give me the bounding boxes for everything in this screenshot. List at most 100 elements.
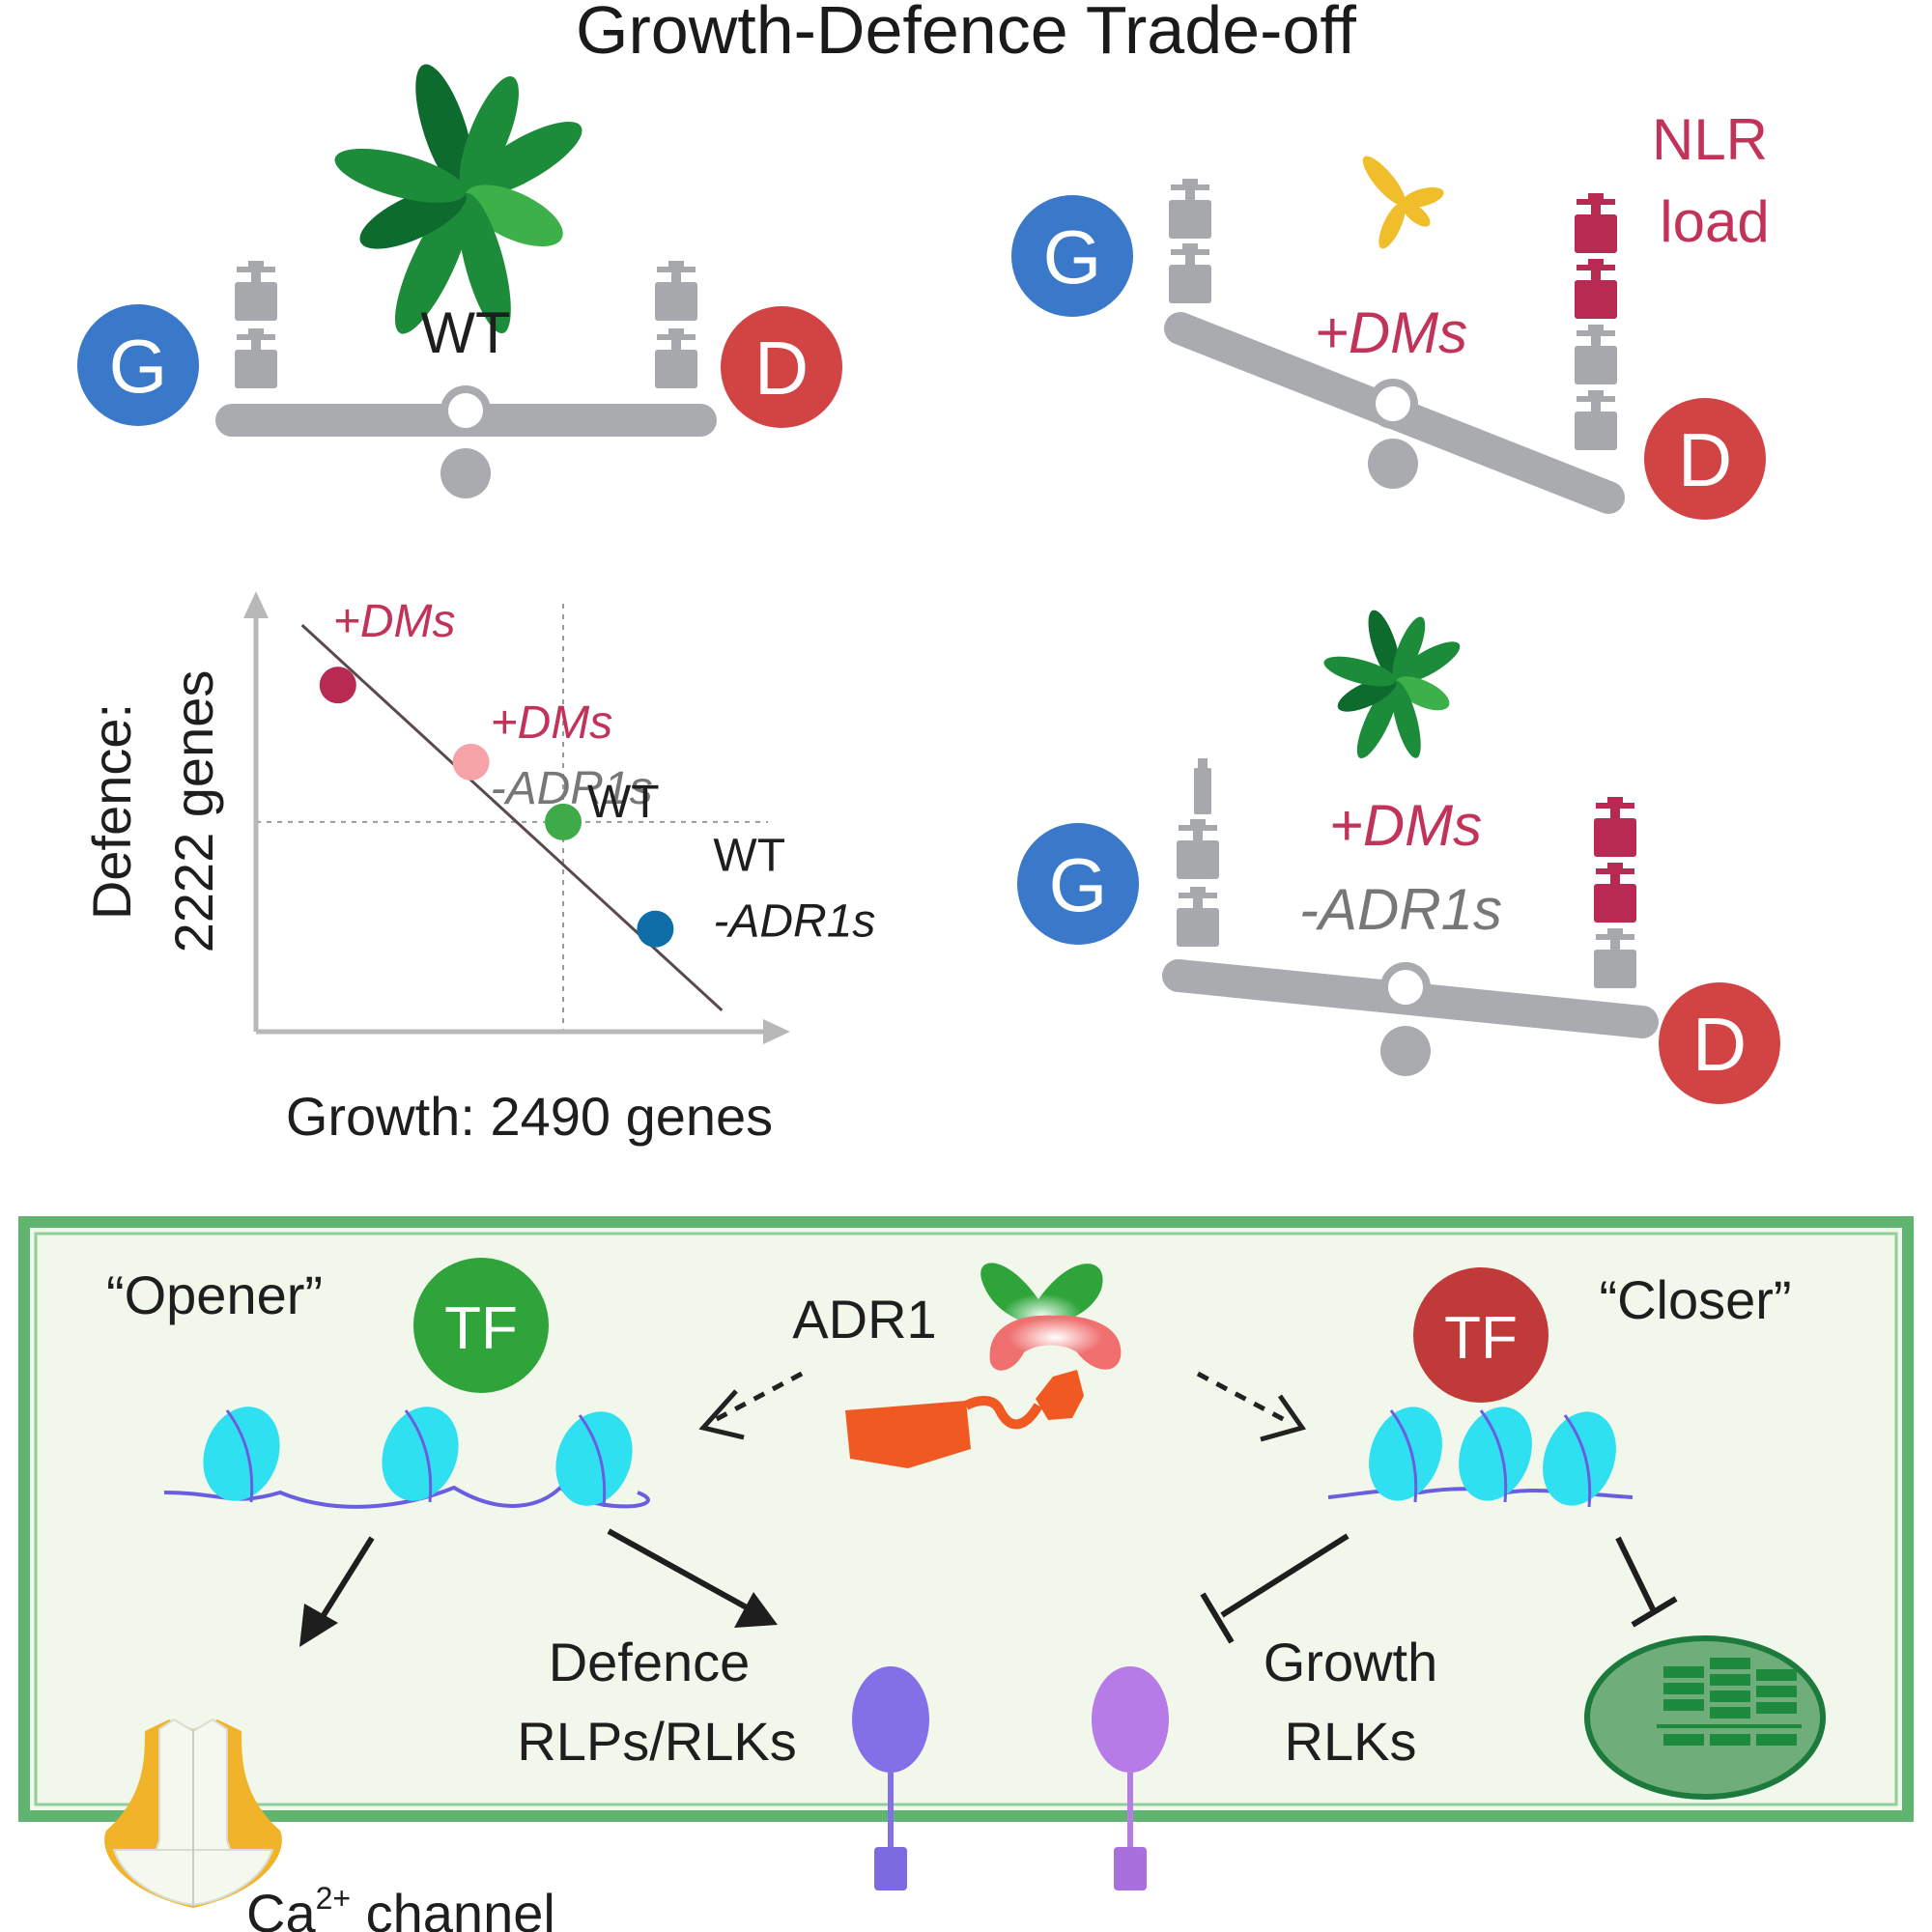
fulcrum-pivot bbox=[1380, 962, 1431, 1012]
adr1-label: ADR1 bbox=[792, 1289, 936, 1350]
data-point-label: -ADR1s bbox=[491, 763, 653, 814]
arrowhead-icon bbox=[698, 1389, 745, 1440]
plant-icon bbox=[334, 64, 582, 334]
mechanism-panel: “Opener” TF ADR1 TF “Clo bbox=[18, 1216, 1914, 1932]
x-axis-label: Growth: 2490 genes bbox=[286, 1086, 773, 1147]
arrowhead-icon bbox=[299, 1604, 338, 1647]
closer-tf: TF bbox=[1413, 1267, 1548, 1403]
defence-weight-stack bbox=[1575, 193, 1617, 450]
arrowhead-icon bbox=[1260, 1394, 1307, 1442]
weight-icon bbox=[1575, 325, 1617, 384]
ca-label-rest: channel bbox=[351, 1883, 555, 1932]
dashed-arrow-to-opener bbox=[713, 1371, 804, 1423]
growth-receptors-label-line1: Growth bbox=[1264, 1632, 1438, 1692]
activation-arrow-ca bbox=[299, 1536, 375, 1647]
fulcrum-base bbox=[440, 448, 491, 498]
page-title: Growth-Defence Trade-off bbox=[576, 0, 1357, 68]
wt-label: WT bbox=[420, 300, 510, 365]
growth-letter: G bbox=[1043, 214, 1102, 299]
adr1-minus-label: -ADR1s bbox=[1299, 877, 1502, 942]
stunted-plant-icon bbox=[1362, 156, 1444, 249]
dms-label: +DMs bbox=[1329, 793, 1482, 858]
defence-circle: D bbox=[721, 306, 842, 428]
growth-letter: G bbox=[1049, 842, 1108, 927]
x-axis-arrow-icon bbox=[763, 1019, 790, 1044]
weight-icon bbox=[1169, 179, 1211, 239]
fulcrum-base bbox=[1368, 439, 1418, 489]
fulcrum-pivot bbox=[440, 385, 491, 436]
nucleosome-icon bbox=[1543, 1411, 1616, 1506]
dms-balance-panel: NLR load +DMs G D bbox=[1011, 107, 1770, 520]
fulcrum-pivot bbox=[1368, 379, 1418, 429]
inhibition-arrow-chloroplast bbox=[1615, 1536, 1678, 1628]
inhibition-arrow-growth bbox=[1200, 1533, 1350, 1644]
ca-label-main: Ca bbox=[246, 1883, 316, 1932]
growth-weight-stack bbox=[1169, 179, 1211, 303]
inhibition-bar-icon bbox=[1631, 1596, 1678, 1628]
data-point-label: -ADR1s bbox=[713, 896, 875, 948]
y-axis-label-line1: Defence: bbox=[81, 703, 142, 920]
nlr-weight-icon bbox=[1575, 193, 1617, 253]
weight-icon-partial bbox=[1194, 768, 1211, 814]
nucleosome-icon bbox=[555, 1411, 633, 1506]
data-point bbox=[452, 743, 490, 781]
defence-receptors-label-line1: Defence bbox=[549, 1632, 751, 1692]
data-point-label: +DMs bbox=[491, 697, 613, 749]
y-axis-label-line2: 2222 genes bbox=[163, 670, 224, 953]
nlr-load-label-line2: load bbox=[1660, 189, 1769, 254]
weight-icon bbox=[655, 328, 697, 388]
nucleosome-icon bbox=[1369, 1406, 1442, 1501]
dashed-arrow-to-closer bbox=[1196, 1371, 1287, 1423]
opener-tf: TF bbox=[413, 1258, 549, 1393]
growth-weight-stack bbox=[235, 261, 277, 388]
chloroplast-icon bbox=[1584, 1635, 1826, 1800]
activation-arrow-defence bbox=[607, 1528, 778, 1628]
growth-circle: G bbox=[77, 304, 199, 426]
wt-balance-panel: WT G D bbox=[77, 64, 842, 498]
growth-circle: G bbox=[1017, 823, 1139, 945]
weight-icon-partial bbox=[1198, 758, 1208, 768]
defence-circle: D bbox=[1644, 398, 1766, 520]
cell-membrane-inner bbox=[34, 1232, 1898, 1806]
defence-weight-stack bbox=[1594, 797, 1636, 988]
weight-icon bbox=[1177, 887, 1219, 947]
weight-icon bbox=[1575, 390, 1617, 450]
dms-label: +DMs bbox=[1315, 300, 1467, 365]
nlr-weight-icon bbox=[1594, 797, 1636, 857]
growth-letter: G bbox=[109, 324, 168, 409]
calcium-channel-label: Ca2+ channel bbox=[246, 1881, 555, 1932]
growth-receptor-icon bbox=[1092, 1666, 1169, 1890]
data-point-label: WT bbox=[713, 831, 785, 882]
nlr-load-label-line1: NLR bbox=[1652, 107, 1768, 172]
weight-icon bbox=[1169, 243, 1211, 303]
weight-icon bbox=[235, 328, 277, 388]
closed-chromatin-icon bbox=[1327, 1406, 1634, 1508]
growth-receptors-label-line2: RLKs bbox=[1285, 1711, 1417, 1772]
nucleosome-icon bbox=[1459, 1406, 1532, 1501]
plant-icon bbox=[1321, 607, 1465, 763]
opener-label: “Opener” bbox=[106, 1264, 323, 1325]
data-point bbox=[319, 667, 356, 704]
weight-icon bbox=[1177, 819, 1219, 879]
ca-label-superscript: 2+ bbox=[316, 1881, 351, 1916]
growth-weight-stack bbox=[1177, 758, 1219, 947]
weight-icon bbox=[235, 261, 277, 321]
defence-letter: D bbox=[1678, 417, 1732, 502]
dms-adr1-balance-panel: +DMs -ADR1s G D bbox=[1017, 607, 1780, 1104]
data-point bbox=[637, 910, 674, 948]
open-chromatin-icon bbox=[163, 1406, 650, 1509]
defence-weight-stack bbox=[655, 261, 697, 388]
closer-label: “Closer” bbox=[1599, 1269, 1791, 1330]
calcium-channel-icon bbox=[104, 1718, 282, 1908]
y-axis-arrow-icon bbox=[243, 591, 269, 618]
growth-circle: G bbox=[1011, 195, 1133, 317]
closer-tf-label: TF bbox=[1444, 1305, 1518, 1372]
defence-letter: D bbox=[1692, 1002, 1747, 1087]
data-point-label: +DMs bbox=[333, 596, 456, 647]
data-point-label: WT bbox=[587, 777, 660, 828]
arrowhead-icon bbox=[734, 1592, 778, 1628]
data-point bbox=[545, 803, 582, 840]
